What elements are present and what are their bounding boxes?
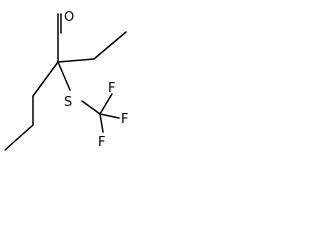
oxygen-label: O xyxy=(64,10,74,25)
bond-butyl-3 xyxy=(4,124,34,151)
bond-ethyl-2 xyxy=(93,31,127,60)
bond-cf3-f-top xyxy=(99,93,113,115)
fluorine-right-label: F xyxy=(121,112,128,127)
bond-c-s xyxy=(57,61,71,91)
bond-s-cf3 xyxy=(81,100,101,115)
fluorine-bottom-label: F xyxy=(98,135,105,150)
bond-cf3-f-right xyxy=(99,113,120,119)
bond-cf3-f-bottom xyxy=(99,113,104,133)
bond-ethyl-1 xyxy=(57,58,95,63)
sulfur-label: S xyxy=(64,95,72,110)
chemical-structure: O S F F F xyxy=(4,10,128,151)
bond-butyl-1 xyxy=(32,61,59,97)
fluorine-top-label: F xyxy=(108,81,115,96)
